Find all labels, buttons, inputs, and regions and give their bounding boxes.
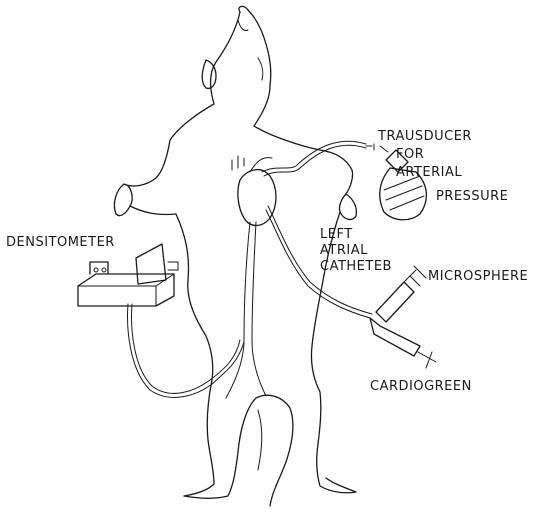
heart: [232, 156, 276, 226]
label-densitometer: DENSITOMETER: [6, 235, 115, 250]
label-left-atrial-line3: CATHETEB: [320, 259, 392, 274]
label-microsphere: MICROSPHERE: [428, 269, 528, 284]
label-transducer-line2: FOR: [396, 147, 424, 162]
label-transducer-line1: TRAUSDUCER: [377, 129, 472, 144]
cardiogreen-syringe: [370, 318, 436, 368]
arterial-catheter: [262, 141, 388, 176]
densitometer-device: [78, 244, 178, 306]
central-vessels: [226, 222, 266, 398]
densitometer-tube: [128, 304, 244, 397]
label-left-atrial-line2: ATRIAL: [320, 243, 368, 258]
label-transducer-line4: PRESSURE: [436, 189, 508, 204]
label-left-atrial-line1: LEFT: [320, 227, 353, 242]
label-cardiogreen: CARDIOGREEN: [370, 379, 472, 394]
microsphere-syringe: [376, 266, 426, 322]
label-transducer-line3: ARTERIAL: [396, 165, 462, 180]
